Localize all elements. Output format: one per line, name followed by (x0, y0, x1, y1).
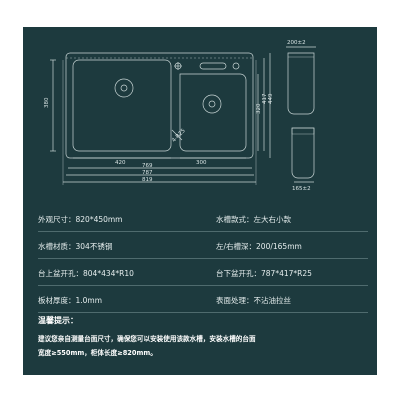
spec-key: 左/右槽深： (216, 242, 257, 251)
spec-key: 水槽材质： (38, 242, 76, 251)
overflow-slot (199, 62, 227, 70)
spec-value: 820*450mm (75, 215, 123, 224)
spec-value: 左大右小款 (253, 215, 292, 224)
spec-cell: 台上盆开孔：804*434*R10 (38, 268, 134, 279)
spec-value: 304不锈钢 (75, 242, 113, 251)
tips-title: 温馨提示： (38, 316, 78, 325)
spec-cell: 外观尺寸：820*450mm (38, 214, 123, 225)
dim-769: 769 (142, 163, 153, 169)
spec-row: 台上盆开孔：804*434*R10 台下盆开孔：787*417*R25 (38, 259, 368, 286)
dim-top-depth: 200±2 (287, 40, 306, 46)
spec-value: 787*417*R25 (261, 269, 312, 278)
spec-table: 外观尺寸：820*450mm 水槽款式：左大右小款 水槽材质：304不锈钢 左/… (38, 205, 368, 313)
spec-key: 板材厚度： (38, 296, 76, 305)
dim-787: 787 (142, 170, 153, 176)
tips-line: 建议您亲自测量台面尺寸，确保您可以安装使用该款水槽，安装水槽的台面 (38, 335, 256, 343)
spec-cell: 水槽款式：左大右小款 (216, 214, 291, 225)
dim-449: 449 (268, 93, 274, 104)
spec-value: 804*434*R10 (83, 269, 134, 278)
spec-cell: 表面处理：不沾油拉丝 (216, 295, 291, 306)
radius-label: 4-R25 (171, 128, 187, 144)
spec-row: 板材厚度：1.0mm 表面处理：不沾油拉丝 (38, 286, 368, 313)
dim-819: 819 (142, 177, 153, 183)
spec-value: 不沾油拉丝 (253, 296, 292, 305)
spec-key: 外观尺寸： (38, 215, 76, 224)
dim-bottom-depth: 165±2 (292, 186, 311, 192)
spec-row: 外观尺寸：820*450mm 水槽款式：左大右小款 (38, 205, 368, 232)
spec-value: 200/165mm (256, 242, 302, 251)
spec-value: 1.0mm (75, 296, 103, 305)
dim-300: 300 (196, 160, 207, 166)
spec-cell: 左/右槽深：200/165mm (216, 241, 302, 252)
tips-line: 宽度≥550mm，柜体长度≥820mm。 (38, 349, 157, 357)
dim-420: 420 (115, 160, 126, 166)
spec-key: 水槽款式： (216, 215, 254, 224)
dim-320: 320 (256, 103, 262, 114)
right-drain-icon (202, 94, 222, 114)
left-bowl (72, 59, 172, 152)
side-profile-left-bowl (287, 52, 315, 115)
spec-cell: 板材厚度：1.0mm (38, 295, 102, 306)
left-drain-icon (114, 78, 134, 98)
spec-cell: 台下盆开孔：787*417*R25 (216, 268, 312, 279)
dim-417: 417 (262, 93, 268, 104)
spec-row: 水槽材质：304不锈钢 左/右槽深：200/165mm (38, 232, 368, 259)
dim-left-height: 380 (44, 97, 50, 108)
spec-key: 台下盆开孔： (216, 269, 261, 278)
spec-key: 台上盆开孔： (38, 269, 83, 278)
side-profile-right-bowl (291, 127, 315, 179)
spec-cell: 水槽材质：304不锈钢 (38, 241, 112, 252)
product-panel (23, 27, 377, 375)
spec-key: 表面处理： (216, 296, 254, 305)
right-bowl (179, 73, 247, 152)
warm-tips: 温馨提示： 建议您亲自测量台面尺寸，确保您可以安装使用该款水槽，安装水槽的台面 … (38, 315, 358, 360)
